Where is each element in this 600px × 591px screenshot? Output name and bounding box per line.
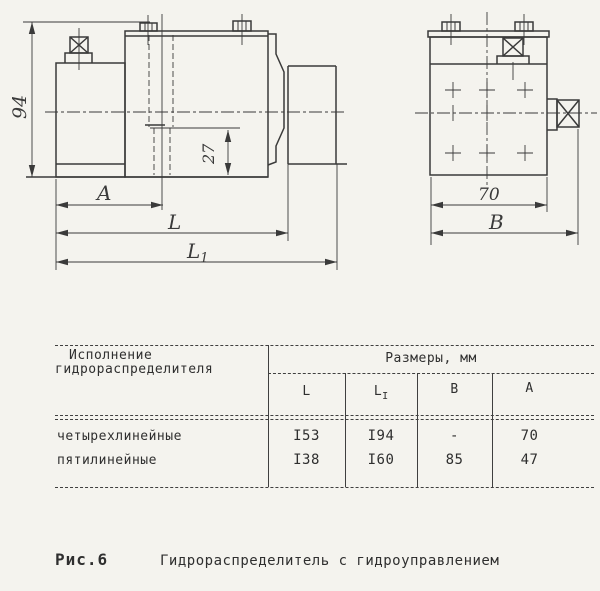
table-col-header-l1: LI — [373, 384, 389, 403]
dim-label-70: 70 — [478, 185, 500, 205]
dimension-27: 27 — [150, 127, 240, 175]
table-header-execution-line2: гидрораспределителя — [55, 362, 214, 377]
table-rule — [345, 373, 346, 487]
cell-b: 85 — [445, 452, 464, 468]
dimension-l: L — [56, 210, 288, 237]
figure-number: Рис.6 — [55, 550, 109, 569]
cell-l1: I60 — [367, 452, 395, 468]
dim-label-27: 27 — [199, 143, 218, 165]
table-col-header-a: A — [525, 381, 534, 396]
cell-a: 70 — [520, 428, 539, 444]
table-rule — [268, 373, 594, 374]
figure-title: Гидрораспределитель с гидроуправлением — [160, 553, 500, 569]
table-rule — [55, 345, 594, 346]
dimensions-table: Исполнение гидрораспределителя Размеры, … — [55, 345, 594, 488]
table-rule — [55, 419, 594, 420]
hydraulic-distributor-drawing: 94 27 A — [9, 12, 597, 270]
table-col-header-l: L — [302, 384, 311, 399]
crossed-square-symbol — [496, 37, 530, 64]
dimension-b: B — [431, 210, 578, 237]
front-view: 94 27 A — [9, 14, 347, 270]
cell-b: - — [450, 428, 459, 444]
table-rule — [55, 487, 594, 488]
top-plate — [427, 30, 550, 38]
end-body — [429, 36, 548, 176]
dim-label-a: A — [95, 181, 111, 205]
bolt-head — [139, 22, 158, 32]
table-header-execution-line1: Исполнение — [69, 348, 153, 363]
dimension-70: 70 — [431, 185, 547, 209]
end-view: 70 B — [415, 12, 597, 245]
end-cylinder — [287, 65, 347, 165]
table-rule — [268, 345, 269, 487]
cell-l: I53 — [293, 428, 320, 444]
left-cap-body — [55, 62, 126, 178]
dimension-l1: L1 — [56, 239, 337, 266]
neck-flange — [267, 33, 285, 166]
table-rule — [492, 373, 493, 487]
row-label-four-line: четырехлинейные — [57, 429, 182, 444]
table-rule — [55, 415, 594, 416]
dim-label-94: 94 — [9, 95, 31, 119]
table-header-sizes-mm: Размеры, мм — [385, 351, 477, 366]
cell-l1: I94 — [367, 428, 395, 444]
row-label-five-line: пятилинейные — [57, 453, 157, 468]
dim-label-l1: L1 — [186, 239, 209, 266]
dimension-a: A — [56, 181, 163, 209]
dim-label-b: B — [488, 210, 504, 234]
crossed-square-symbol — [547, 98, 580, 131]
cell-l: I38 — [293, 452, 320, 468]
table-rule — [417, 373, 418, 487]
main-valve-body — [124, 30, 269, 178]
port-cross-marks — [445, 82, 533, 161]
table-col-header-b: B — [450, 382, 459, 397]
crossed-square-symbol — [64, 36, 93, 63]
dimension-94: 94 — [9, 21, 150, 177]
cell-a: 47 — [520, 452, 539, 468]
dim-label-l: L — [167, 210, 181, 234]
